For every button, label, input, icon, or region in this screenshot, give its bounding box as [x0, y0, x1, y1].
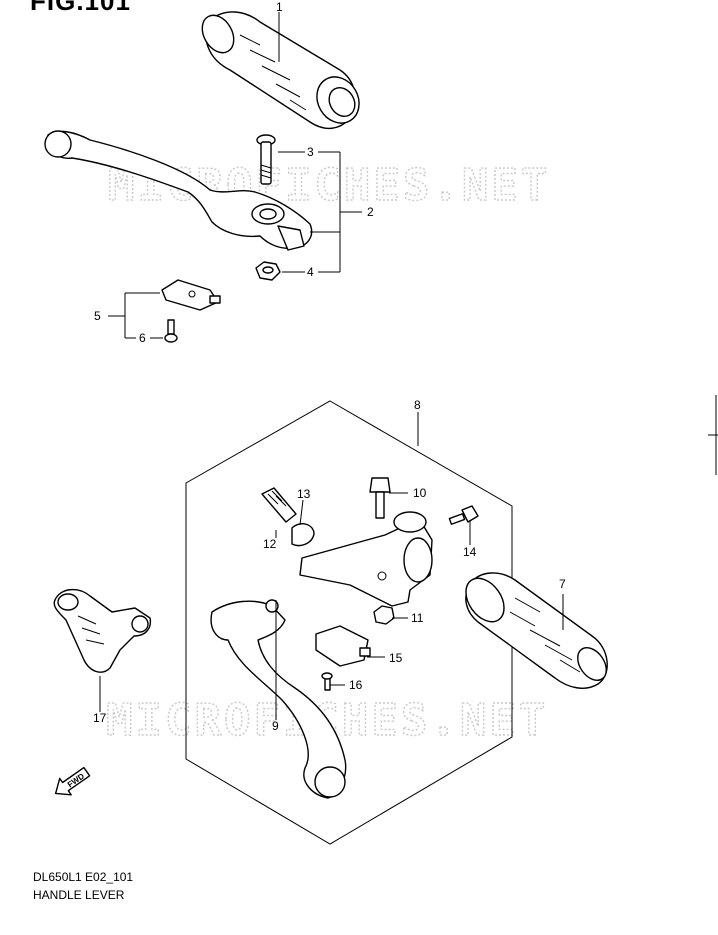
- part-1-grip-left: [201, 11, 360, 129]
- callout-1: 1: [276, 0, 283, 14]
- part-14-screw: [448, 505, 479, 525]
- part-10-bolt: [369, 477, 391, 519]
- part-2-lever-top: [44, 130, 313, 251]
- callout-11: 11: [411, 611, 424, 625]
- part-17-throttle: [53, 589, 152, 673]
- part-5-switch: [161, 279, 221, 311]
- leader-lines-bottom: [99, 492, 564, 720]
- part-16-screw: [321, 672, 333, 691]
- part-3-bolt: [256, 134, 276, 185]
- part-8-assembly-outline: [185, 400, 513, 845]
- part-13-spring: [291, 523, 315, 547]
- callout-8: 8: [414, 398, 421, 412]
- caption-name: HANDLE LEVER: [33, 888, 125, 902]
- fwd-arrow-icon: FWD: [54, 766, 91, 796]
- callout-16: 16: [349, 678, 363, 692]
- callout-13: 13: [297, 487, 311, 501]
- part-9-lever-bottom: [210, 599, 347, 799]
- callout-6: 6: [139, 331, 146, 345]
- callout-12: 12: [263, 537, 277, 551]
- figure-title: FIG.101: [30, 0, 131, 16]
- leader-lines-top: [108, 12, 362, 339]
- callout-7: 7: [559, 577, 566, 591]
- callout-5: 5: [94, 309, 101, 323]
- part-15-switch: [315, 625, 371, 667]
- callout-4: 4: [307, 265, 314, 279]
- callout-2: 2: [367, 205, 374, 219]
- caption-model: DL650L1 E02_101: [33, 870, 134, 884]
- callout-17: 17: [93, 711, 107, 725]
- callout-14: 14: [463, 545, 477, 559]
- part-11-nut: [373, 605, 395, 625]
- callout-10: 10: [413, 486, 427, 500]
- part-4-nut: [255, 261, 281, 281]
- callout-15: 15: [389, 651, 403, 665]
- master-cylinder-body: [299, 511, 433, 607]
- callout-9: 9: [272, 719, 279, 733]
- part-7-grip-right: [465, 572, 608, 689]
- part-12-adjuster: [261, 487, 297, 523]
- callout-3: 3: [307, 145, 314, 159]
- part-6-screw: [164, 319, 178, 343]
